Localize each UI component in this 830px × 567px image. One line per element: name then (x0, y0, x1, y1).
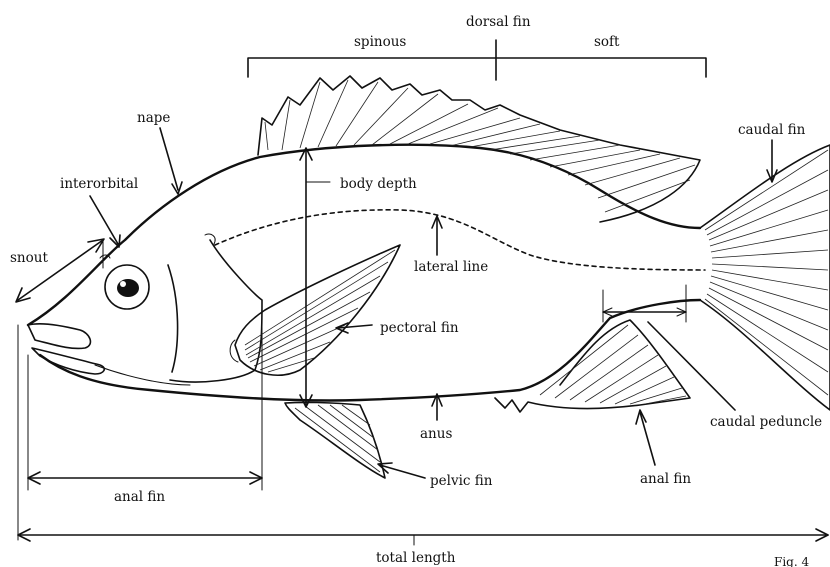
pectoral-fin-outline (235, 245, 400, 375)
dorsal-fin-rays (265, 80, 695, 212)
anal-fin-rays (540, 325, 686, 404)
label-pectoral-fin: pectoral fin (380, 320, 459, 336)
label-figure-number: Fig. 4 (774, 555, 809, 567)
pelvic-fin-rays (295, 405, 380, 472)
label-total-length: total length (376, 550, 456, 566)
label-spinous: spinous (354, 34, 406, 50)
label-caudal-fin: caudal fin (738, 122, 806, 138)
label-snout: snout (10, 250, 48, 266)
label-anal-fin-left: anal fin (114, 489, 165, 505)
fish-lower-lip (32, 348, 104, 374)
label-anal-fin-right: anal fin (640, 471, 691, 487)
label-dorsal-fin: dorsal fin (466, 14, 531, 30)
label-lateral-line: lateral line (414, 259, 488, 275)
snout-measure-line (18, 240, 103, 300)
pelvic-fin-outline (285, 402, 385, 478)
fish-ventral-outline (40, 300, 700, 401)
label-pelvic-fin: pelvic fin (430, 473, 493, 489)
label-nape: nape (137, 110, 170, 126)
label-soft: soft (594, 34, 620, 50)
label-anus: anus (420, 426, 452, 442)
label-caudal-peduncle: caudal peduncle (710, 414, 822, 430)
caudal-fin-outline (700, 145, 830, 410)
pelvic-fin (285, 402, 385, 478)
fish-eye-pupil (117, 279, 139, 297)
caudal-fin (700, 145, 830, 410)
fish-preoperculum (95, 365, 190, 385)
caudal-fin-rays (705, 150, 828, 395)
label-body-depth: body depth (340, 176, 417, 192)
dorsal-fin-bracket (248, 40, 706, 80)
pectoral-fin (230, 245, 400, 375)
fish-dorsal-outline (28, 145, 700, 325)
fish-upper-lip (28, 324, 90, 349)
label-interorbital: interorbital (60, 176, 138, 192)
fish-eye-highlight (120, 281, 126, 287)
fish-operculum (168, 240, 262, 382)
fish-shoulder-mark (205, 234, 215, 244)
